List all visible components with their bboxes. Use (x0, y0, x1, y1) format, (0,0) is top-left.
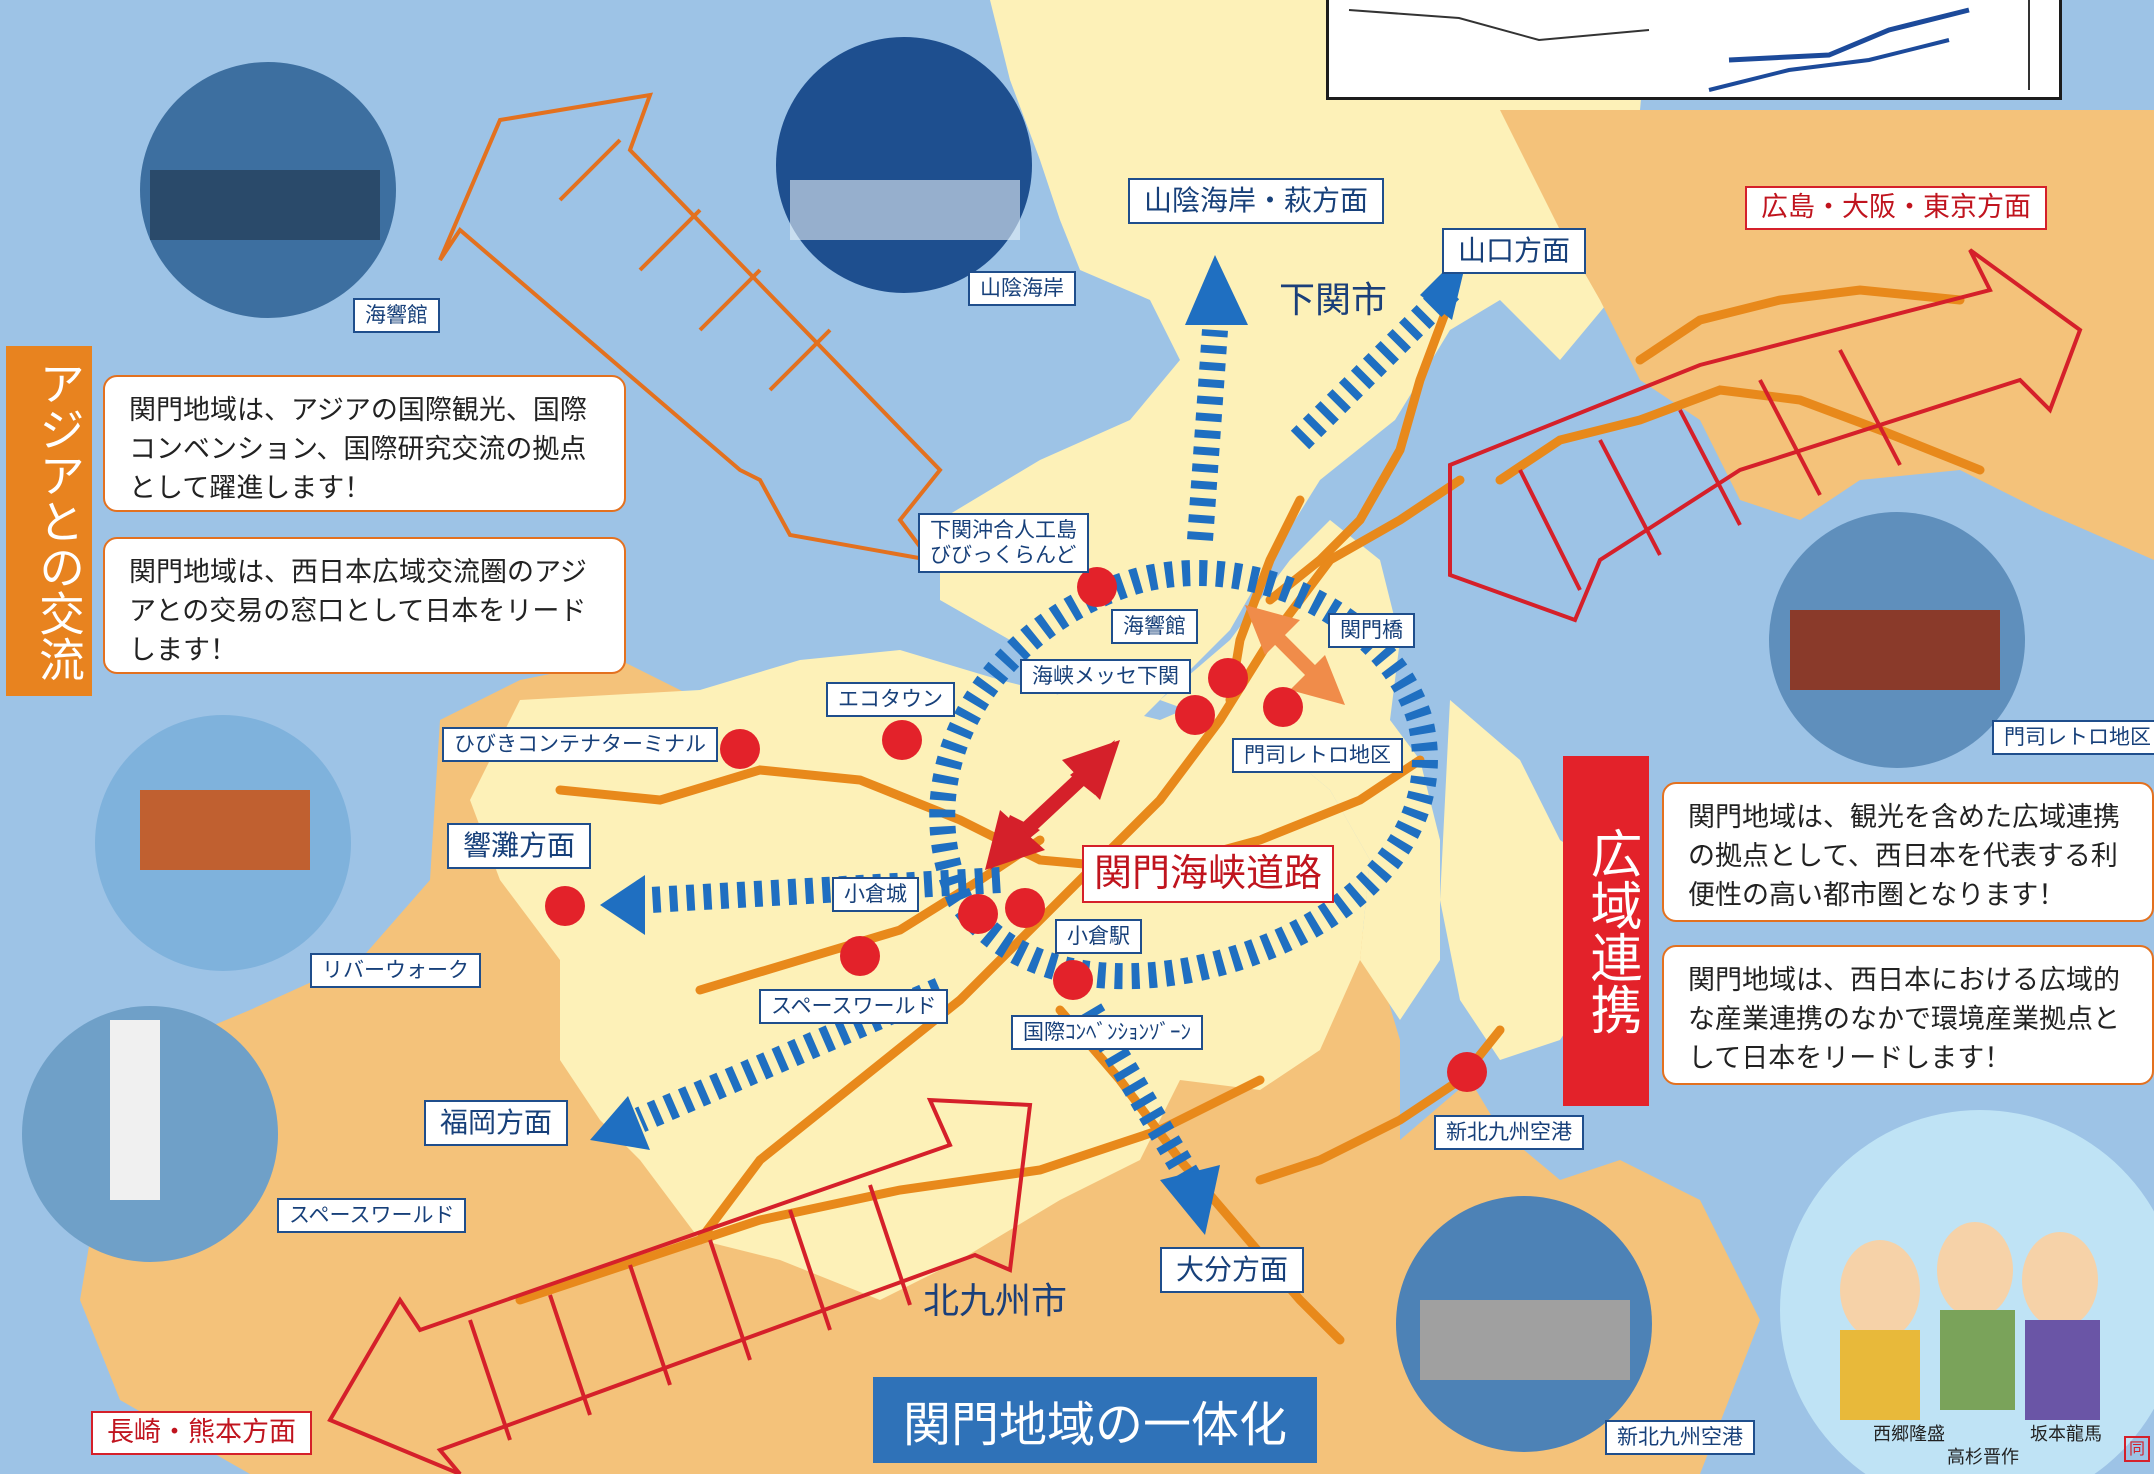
wide-message-2: 関門地域は、西日本における広域的な産業連携のなかで環境産業拠点として日本をリード… (1662, 945, 2154, 1085)
asia-message-1: 関門地域は、アジアの国際観光、国際コンベンション、国際研究交流の拠点として躍進し… (103, 375, 626, 512)
character-illustrations (1840, 1222, 2100, 1420)
name-saigo: 西郷隆盛 (1873, 1424, 1945, 1445)
wide-message-1: 関門地域は、観光を含めた広域連携の拠点として、西日本を代表する利便性の高い都市圏… (1662, 782, 2154, 922)
label-riverwalk-photo: リバーウォーク (310, 953, 481, 989)
direction-sanin: 山陰海岸・萩方面 (1128, 178, 1385, 224)
label-bikkurando: 下関沖合人工島 びびっくらんど (918, 513, 1089, 574)
label-hibiki-terminal: ひびきコンテナターミナル (442, 727, 718, 763)
stamp-mark: 同 (2124, 1436, 2150, 1462)
label-mojiko-photo: 門司レトロ地区 (1992, 720, 2154, 756)
label-kaikyokan-photo: 海響館 (353, 298, 440, 334)
name-takasugi: 高杉晋作 (1947, 1447, 2019, 1468)
inset-map-graphic (1348, 0, 2030, 92)
wide-area-title: 広域連携 (1563, 756, 1649, 1106)
label-mojiko-retro: 門司レトロ地区 (1232, 738, 1403, 774)
label-ecotown: エコタウン (826, 682, 955, 718)
unification-banner: 関門地域の一体化 (873, 1377, 1318, 1463)
label-space-world: スペースワールド (759, 989, 949, 1025)
honshu-land (940, 0, 1655, 800)
direction-yamaguchi: 山口方面 (1442, 228, 1587, 274)
label-kanmon-bridge: 関門橋 (1328, 613, 1415, 649)
label-airport: 新北九州空港 (1434, 1115, 1584, 1151)
label-kokura-castle: 小倉城 (832, 877, 919, 913)
label-airport-photo: 新北九州空港 (1605, 1420, 1755, 1456)
hiroshima-arrow (1448, 248, 2083, 623)
label-messe: 海峡メッセ下関 (1020, 659, 1191, 695)
direction-nagasaki: 長崎・熊本方面 (91, 1411, 312, 1456)
label-kokura-station: 小倉駅 (1055, 919, 1142, 955)
nagasaki-arrow (327, 1097, 1033, 1474)
inset-map (1326, 0, 2062, 100)
spot-markers (545, 567, 1487, 1092)
direction-hibikinada: 響灘方面 (447, 823, 592, 869)
city-shimonoseki: 下関市 (1279, 280, 1388, 321)
label-spaceworld-photo: スペースワールド (277, 1198, 467, 1234)
name-sakamoto: 坂本龍馬 (2030, 1424, 2102, 1445)
label-convention-zone: 国際ｺﾝﾍﾞﾝｼｮﾝｿﾞｰﾝ (1011, 1015, 1203, 1051)
label-kaikyokan: 海響館 (1111, 609, 1198, 645)
label-sanin-photo: 山陰海岸 (968, 271, 1076, 307)
chugoku-orange (1500, 110, 2154, 560)
asia-arrow (438, 92, 943, 563)
asia-title: アジアとの交流 (6, 346, 92, 696)
direction-fukuoka: 福岡方面 (424, 1100, 569, 1146)
kanmon-strait-road-label: 関門海峡道路 (1082, 845, 1335, 903)
city-kitakyushu: 北九州市 (923, 1281, 1068, 1322)
asia-message-2: 関門地域は、西日本広域交流圏のアジアとの交易の窓口として日本をリードします！ (103, 537, 626, 674)
direction-hiroshima: 広島・大阪・東京方面 (1745, 186, 2047, 231)
direction-oita: 大分方面 (1160, 1247, 1305, 1293)
